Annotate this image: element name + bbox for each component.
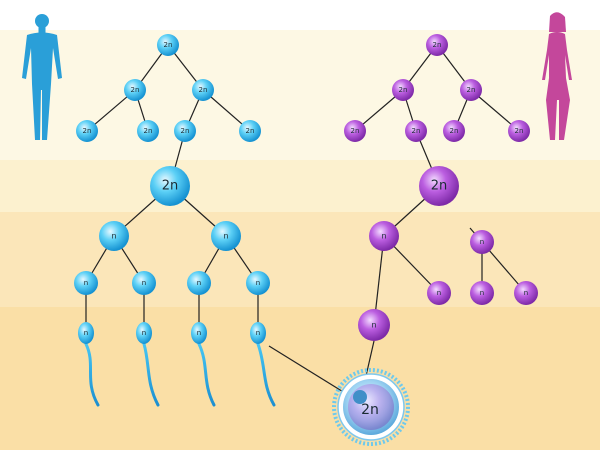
cell-f-n-e: n <box>514 281 538 305</box>
cell-label: 2n <box>467 86 476 94</box>
cell-label: 2n <box>131 86 140 94</box>
cell-label: n <box>480 238 484 246</box>
cell-m-2n-g: 2n <box>239 120 261 142</box>
cell-label: n <box>84 279 88 287</box>
cell-label: 2n <box>431 179 448 194</box>
female-silhouette-icon <box>542 12 572 140</box>
background-band-mitosis <box>0 30 600 160</box>
cell-label: n <box>197 279 201 287</box>
cell-f-egg: n <box>358 309 390 341</box>
background-band-1 <box>0 0 600 30</box>
cell-label: 2n <box>144 127 153 135</box>
cell-label: 2n <box>83 127 92 135</box>
fertilization-link-sperm <box>268 345 346 394</box>
cell-label: n <box>437 289 441 297</box>
cell-label: 2n <box>246 127 255 135</box>
cell-m-2n-b: 2n <box>124 79 146 101</box>
cell-f-2n-a: 2n <box>426 34 448 56</box>
zygote-cell: 2n <box>332 368 410 446</box>
cell-m-n-a: n <box>99 221 129 251</box>
cell-label: 2n <box>181 127 190 135</box>
cell-f-2n-c: 2n <box>460 79 482 101</box>
cell-f-2n-e: 2n <box>405 120 427 142</box>
sperm-label: n <box>84 329 88 337</box>
cell-label: 2n <box>433 41 442 49</box>
sperm-label: n <box>142 329 146 337</box>
cell-label: n <box>524 289 528 297</box>
cell-label: n <box>142 279 146 287</box>
cell-label: 2n <box>164 41 173 49</box>
cell-m-n-f: n <box>246 271 270 295</box>
cell-label: 2n <box>450 127 459 135</box>
cell-label: n <box>256 279 260 287</box>
cell-f-n-d: n <box>470 281 494 305</box>
cell-f-2n-b: 2n <box>392 79 414 101</box>
cell-label: n <box>371 321 376 330</box>
cell-label: n <box>223 232 228 241</box>
lineage-links <box>85 44 527 394</box>
fertilization-link-egg <box>365 340 375 377</box>
cell-m-n-e: n <box>187 271 211 295</box>
cell-m-2n-e: 2n <box>137 120 159 142</box>
cell-label: n <box>480 289 484 297</box>
background-band-primary <box>0 160 600 212</box>
cell-f-2n-g: 2n <box>508 120 530 142</box>
cell-m-primary: 2n <box>150 166 190 206</box>
zygote: 2n <box>332 368 410 446</box>
cell-f-2n-d: 2n <box>344 120 366 142</box>
cell-m-2n-d: 2n <box>76 120 98 142</box>
sperm-cell: n <box>78 283 100 407</box>
cell-label: 2n <box>199 86 208 94</box>
cell-m-2n-f: 2n <box>174 120 196 142</box>
sperm-cell: n <box>136 283 160 407</box>
sperm-cell: n <box>191 283 216 407</box>
cell-f-2n-f: 2n <box>443 120 465 142</box>
cell-label: 2n <box>412 127 421 135</box>
cell-m-2n-c: 2n <box>192 79 214 101</box>
cell-f-n-c: n <box>427 281 451 305</box>
cell-m-n-c: n <box>74 271 98 295</box>
cells: 2n 2n 2n 2n 2n 2n 2n 2n n n n n n n 2n 2n 2n 2n 2n 2n 2n 2n n n… <box>74 34 538 341</box>
cell-label: 2n <box>162 179 179 194</box>
cell-f-n-b: n <box>470 230 494 254</box>
cell-f-primary: 2n <box>419 166 459 206</box>
cell-m-2n-a: 2n <box>157 34 179 56</box>
sperm-cell: n <box>250 283 276 407</box>
sperm-label: n <box>197 329 201 337</box>
cell-label: n <box>111 232 116 241</box>
zygote-label: 2n <box>361 402 379 418</box>
cell-m-n-d: n <box>132 271 156 295</box>
cell-label: 2n <box>399 86 408 94</box>
sperm-label: n <box>256 329 260 337</box>
cell-m-n-b: n <box>211 221 241 251</box>
cell-label: 2n <box>515 127 524 135</box>
cell-f-n-a: n <box>369 221 399 251</box>
cell-label: n <box>381 232 386 241</box>
background-band-gametes <box>0 307 600 450</box>
male-silhouette-icon <box>22 14 62 140</box>
cell-label: 2n <box>351 127 360 135</box>
